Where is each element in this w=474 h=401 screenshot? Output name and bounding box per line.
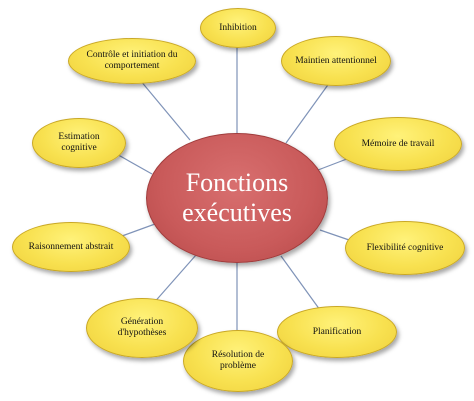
node-controle-initiation: Contrôle et initiation du comportement xyxy=(68,38,196,84)
node-estimation-cognitive-label: Estimation cognitive xyxy=(58,132,100,153)
node-flexibilite-cognitive-label: Flexibilité cognitive xyxy=(366,242,444,253)
node-inhibition-label: Inhibition xyxy=(219,22,257,33)
node-maintien-attentionnel: Maintien attentionnel xyxy=(281,36,391,86)
node-inhibition: Inhibition xyxy=(200,8,276,48)
node-memoire-de-travail: Mémoire de travail xyxy=(334,117,462,171)
connector-generation-hypotheses xyxy=(151,254,197,306)
node-resolution-de-probleme: Résolution de problème xyxy=(183,330,293,392)
node-generation-hypotheses: Génération d'hypothèses xyxy=(86,298,198,358)
node-estimation-cognitive: Estimation cognitive xyxy=(32,118,126,168)
connector-controle-initiation xyxy=(139,79,191,141)
node-raisonnement-abstrait: Raisonnement abstrait xyxy=(12,222,130,272)
connector-raisonnement-abstrait xyxy=(121,223,156,237)
central-node-label: Fonctions exécutives xyxy=(182,168,292,227)
central-node-fonctions-executives: Fonctions exécutives xyxy=(146,133,328,263)
connector-planification xyxy=(280,255,321,311)
node-memoire-de-travail-label: Mémoire de travail xyxy=(361,138,435,149)
node-generation-hypotheses-label: Génération d'hypothèses xyxy=(117,317,167,338)
node-raisonnement-abstrait-label: Raisonnement abstrait xyxy=(28,241,114,252)
node-resolution-de-probleme-label: Résolution de problème xyxy=(211,350,265,371)
node-planification-label: Planification xyxy=(312,326,362,337)
connector-maintien-attentionnel xyxy=(285,81,331,144)
node-planification: Planification xyxy=(277,306,397,358)
node-flexibilite-cognitive: Flexibilité cognitive xyxy=(345,221,465,275)
node-controle-initiation-label: Contrôle et initiation du comportement xyxy=(86,50,178,71)
node-maintien-attentionnel-label: Maintien attentionnel xyxy=(295,55,377,66)
